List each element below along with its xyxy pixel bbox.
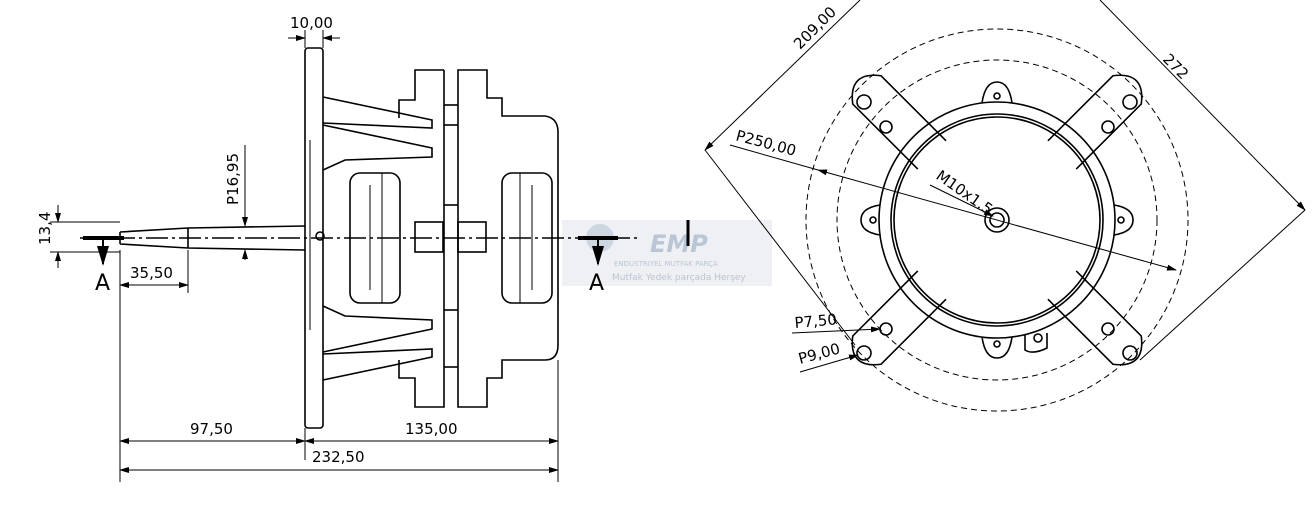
front-view: P250,00 M10x1.5 209,00 272 P7,50 P9,00 — [704, 0, 1306, 412]
dim-arm-span-1: 209,00 — [790, 3, 840, 53]
dim-body-length: 135,00 — [405, 420, 458, 438]
watermark-line2: Mutfak Yedek parçada Herşey — [612, 273, 746, 283]
dim-shaft-diameter: P16,95 — [224, 153, 242, 205]
watermark-line1: ENDUSTRIYEL MUTFAK PARÇA — [614, 260, 718, 268]
dim-total-length: 232,50 — [312, 448, 365, 466]
section-label-left: A — [95, 271, 110, 296]
dim-shaft-end: 13,4 — [36, 212, 54, 245]
dim-flange-thickness: 10,00 — [290, 14, 333, 32]
watermark-brand: EMP — [650, 230, 708, 258]
dim-hole-large: P9,00 — [796, 339, 842, 367]
dim-arm-span-2: 272 — [1159, 50, 1192, 83]
dim-shaft-length: 97,50 — [190, 420, 233, 438]
side-view: A A 10,00 P16,95 13,4 35,50 97,50 135,00… — [36, 14, 690, 482]
dim-shaft-step: 35,50 — [130, 264, 173, 282]
section-label-right: A — [589, 271, 604, 296]
dim-hole-small: P7,50 — [794, 310, 838, 332]
